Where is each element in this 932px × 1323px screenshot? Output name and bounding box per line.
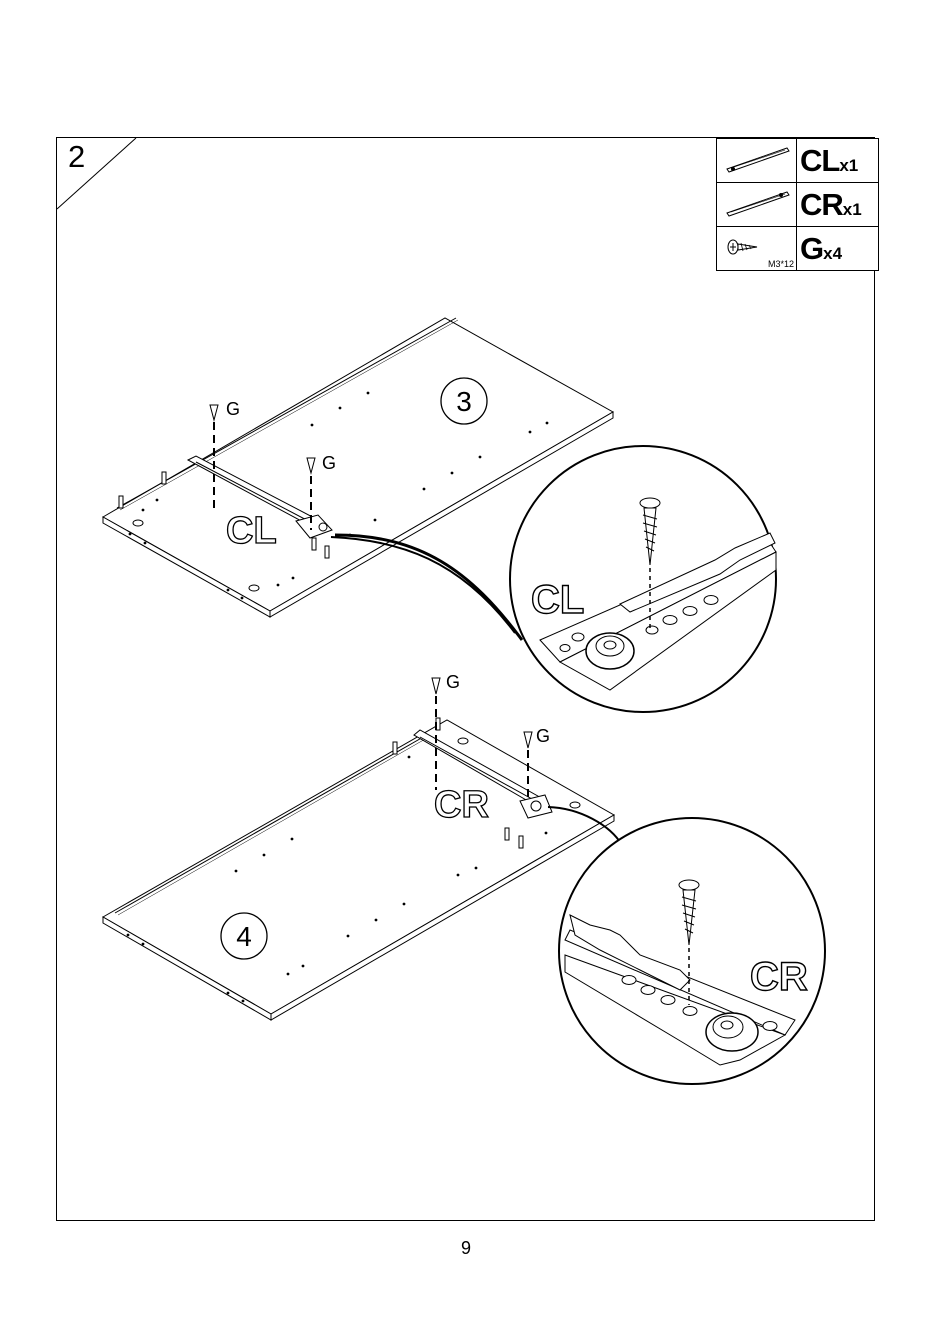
screw-label: G [536,726,550,746]
panel-number: 4 [236,921,252,952]
screw-label: G [446,672,460,692]
rail-label-cl: CL [531,578,584,622]
screw-label: G [322,453,336,473]
page-number: 9 [0,1238,932,1259]
panel-4-board [103,720,614,1020]
rail-label-cl: CL [226,510,277,552]
rail-label-cr: CR [434,784,489,826]
screw-label: G [226,399,240,419]
detail-circle-cr [559,818,825,1084]
rail-label-cr: CR [750,955,808,999]
panel-number: 3 [456,386,472,417]
